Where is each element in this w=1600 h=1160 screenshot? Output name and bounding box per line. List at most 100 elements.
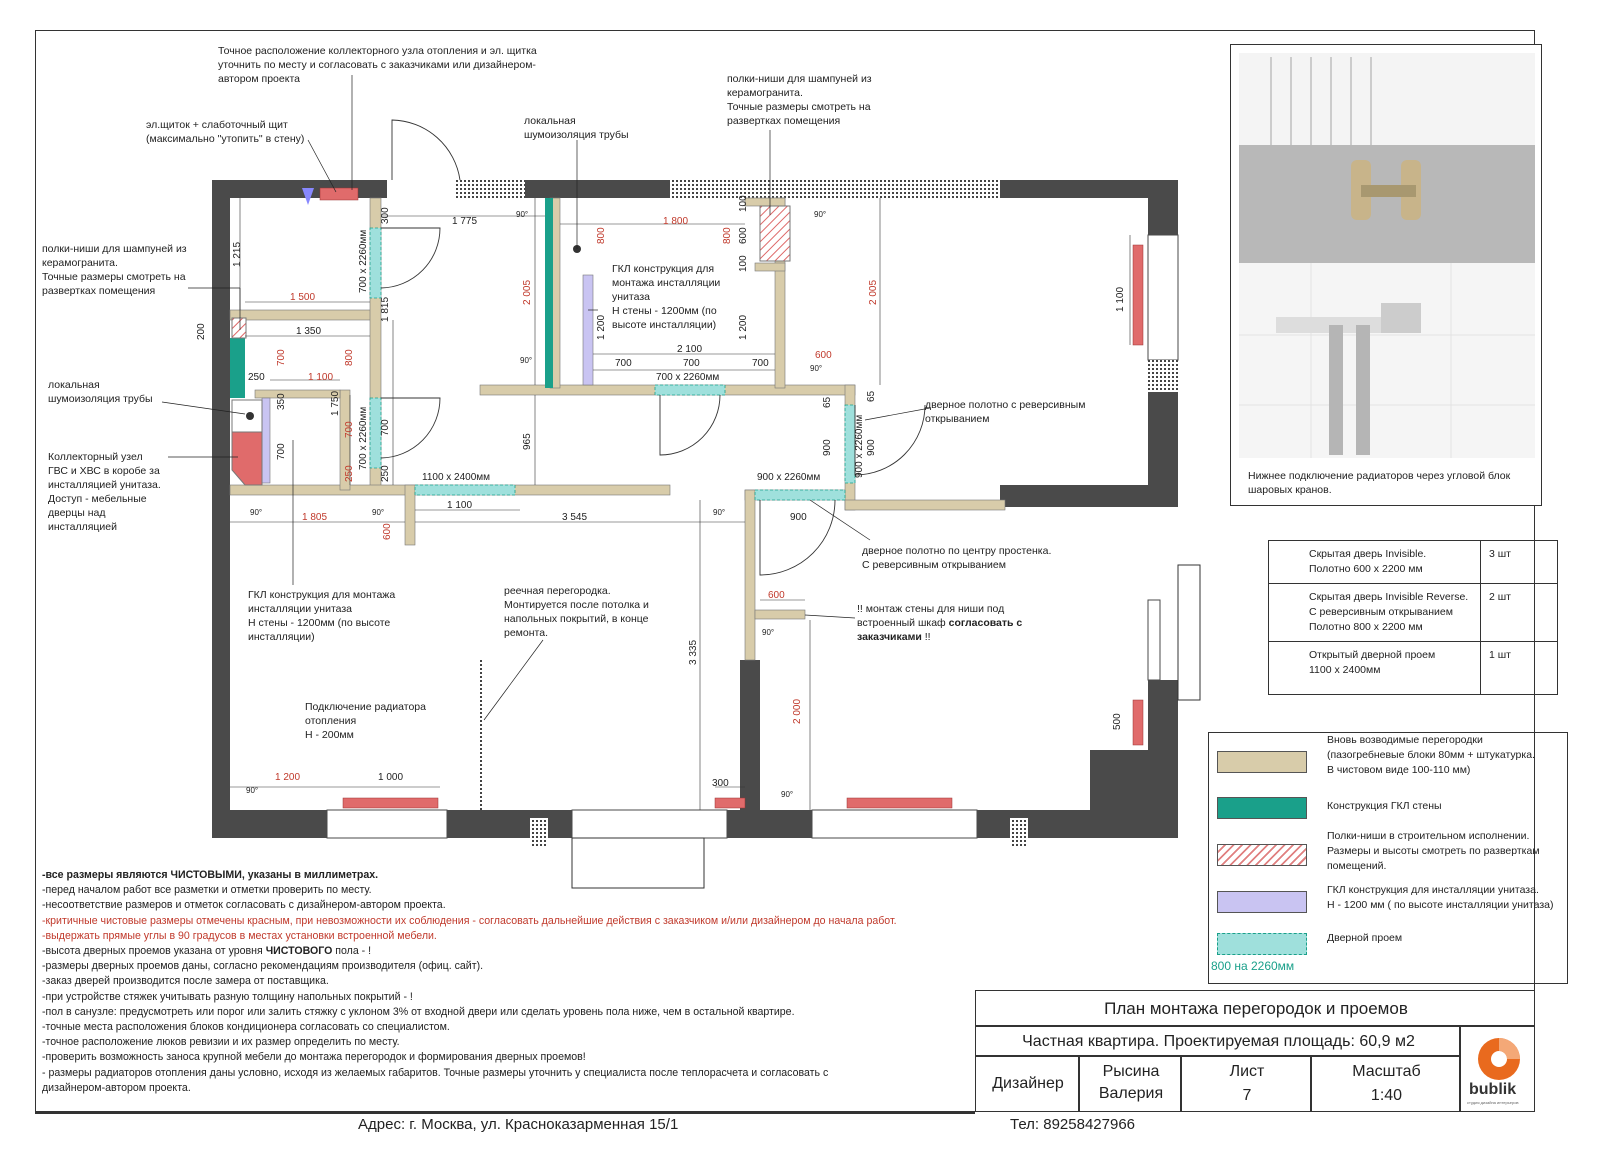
angle-label: 90° (713, 508, 726, 517)
annotation-noise-left: локальная шумоизоляция трубы (48, 379, 153, 405)
address: Адрес: г. Москва, ул. Красноказарменная … (358, 1116, 679, 1133)
dim-label-vertical: 65 (866, 390, 877, 402)
dim-label-vertical: 300 (380, 207, 391, 224)
logo-text: bublik (1469, 1081, 1517, 1098)
dim-label-vertical: 100 (738, 195, 749, 212)
bublik-logo-icon (1478, 1038, 1520, 1080)
opening-label: 700 x 2260мм (358, 229, 369, 293)
scale-value: 1:40 (1370, 1087, 1403, 1104)
scale-label: Масштаб (1352, 1063, 1421, 1080)
note-line: -при устройстве стяжек учитывать разную … (42, 990, 413, 1003)
gkl-walls (230, 198, 553, 398)
door-table: Скрытая дверь Invisible. Полотно 600 х 2… (1268, 540, 1558, 695)
dim-label: 1 775 (452, 216, 478, 227)
dim-label-vertical: 2 005 (868, 279, 879, 305)
table-cell: Скрытая дверь Invisible. Полотно 600 х 2… (1268, 540, 1481, 584)
table-row: Открытый дверной проем 1100 х 2400мм 1 ш… (1268, 641, 1558, 695)
note-line: -точные места расположения блоков кондиц… (42, 1021, 450, 1034)
table-cell-qty: 2 шт (1480, 583, 1558, 642)
dim-label-vertical: 500 (1112, 713, 1123, 730)
dim-label-vertical: 800 (344, 349, 355, 366)
dim-label: 600 (768, 590, 785, 601)
dim-label-vertical: 2 005 (522, 279, 533, 305)
note-line: -высота дверных проемов указана от уровн… (42, 945, 372, 958)
dim-label-vertical: 600 (382, 523, 393, 540)
sheet-subtitle: Частная квартира. Проектируемая площадь:… (1022, 1033, 1415, 1050)
niche-shelf-left (231, 317, 247, 339)
title-cell: План монтажа перегородок и проемов (975, 990, 1535, 1026)
note-line: -выдержать прямые углы в 90 градусов в м… (42, 929, 437, 942)
radiator-photo (1239, 53, 1535, 458)
dim-label-vertical: 1 200 (596, 314, 607, 340)
annotation-collector-left: Коллекторный узел ГВС и ХВС в коробе за … (48, 451, 161, 533)
leader-lines (161, 75, 931, 721)
dim-label-vertical: 350 (276, 393, 287, 410)
dim-label: 1 350 (296, 326, 322, 337)
collector-box (231, 431, 263, 486)
angle-label: 90° (762, 628, 775, 637)
dim-label-vertical: 100 (738, 255, 749, 272)
legend-text-partition: Вновь возводимые перегородки (пазогребне… (1327, 734, 1535, 776)
annotation-shelves-left: полки-ниши для шампуней из керамогранита… (42, 243, 187, 297)
door-openings (369, 227, 856, 501)
opening-label: 1100 x 2400мм (422, 472, 491, 483)
scale-cell: Масштаб 1:40 (1311, 1056, 1460, 1112)
angle-label: 90° (814, 210, 827, 219)
legend-text-shelves: Полки-ниши в строительном исполнении. Ра… (1327, 830, 1540, 872)
note-line: -заказ дверей производится после замера … (42, 975, 329, 988)
sheet-title: План монтажа перегородок и проемов (1104, 999, 1408, 1018)
logo-tagline: студия дизайна интерьеров (1467, 1100, 1519, 1105)
dim-label: 3 545 (562, 512, 588, 523)
angle-label: 90° (781, 790, 794, 799)
dim-label: 1 100 (447, 500, 473, 511)
legend-swatch-gkl (1217, 797, 1307, 819)
legend-door-size: 800 на 2260мм (1211, 959, 1295, 973)
dim-label-vertical: 600 (738, 227, 749, 244)
legend-swatch-shelves (1217, 844, 1307, 866)
dim-label-vertical: 700 (276, 349, 287, 366)
dim-label-vertical: 700 (380, 419, 391, 436)
dim-label: 1 500 (290, 292, 316, 303)
annotation-gkl-bottom: ГКЛ конструкция для монтажа инсталляции … (248, 589, 396, 643)
designer-name-cell: Рысина Валерия (1079, 1056, 1181, 1112)
dim-label-vertical: 900 (866, 439, 877, 456)
legend: Вновь возводимые перегородки (пазогребне… (1208, 732, 1568, 984)
opening-label: 900 x 2260мм (757, 472, 821, 483)
dim-label-vertical: 2 000 (792, 698, 803, 724)
designer-label-cell: Дизайнер (975, 1056, 1079, 1112)
legend-text-gkl: Конструкция ГКЛ стены (1327, 800, 1442, 812)
note-line: - размеры радиаторов отопления даны усло… (42, 1066, 829, 1079)
table-cell: Открытый дверной проем 1100 х 2400мм (1268, 641, 1481, 695)
annotation-reverse-door: дверное полотно с реверсивным открывание… (925, 399, 1086, 425)
opening-label: 700 x 2260мм (656, 372, 720, 383)
dim-label: 1 800 (663, 216, 689, 227)
angle-label: 90° (520, 356, 533, 365)
dim-label-vertical: 1 215 (232, 241, 243, 267)
dim-label-vertical: 250 (380, 465, 391, 482)
subtitle-cell: Частная квартира. Проектируемая площадь:… (975, 1026, 1460, 1056)
balcony (571, 837, 705, 889)
table-cell-qty: 3 шт (1480, 540, 1558, 584)
dim-label-vertical: 1 815 (380, 296, 391, 322)
dim-label: 700 (615, 358, 632, 369)
photo-panel: Нижнее подключение радиаторов через угло… (1230, 44, 1542, 506)
dim-label: 900 (790, 512, 807, 523)
rack-partition (478, 660, 484, 810)
annotation-center-door: дверное полотно по центру простенка. С р… (862, 545, 1052, 571)
bottom-rule (35, 1112, 975, 1114)
dimension-lines (230, 198, 1131, 810)
dim-label: 700 (752, 358, 769, 369)
dim-label: 1 000 (378, 772, 404, 783)
angle-label: 90° (810, 364, 823, 373)
dim-label-vertical: 800 (596, 227, 607, 244)
annotation-gkl-top: ГКЛ конструкция для монтажа инсталляции … (612, 263, 721, 331)
dim-label-vertical: 800 (722, 227, 733, 244)
angle-label: 90° (372, 508, 385, 517)
dim-label-vertical: 1 750 (330, 390, 341, 416)
sheet-number: 7 (1242, 1087, 1252, 1104)
annotation-radiator: Подключение радиатора отопления Н - 200м… (305, 701, 426, 741)
dim-label-vertical: 900 (822, 439, 833, 456)
legend-swatch-install (1217, 891, 1307, 913)
door-swings (380, 119, 926, 576)
